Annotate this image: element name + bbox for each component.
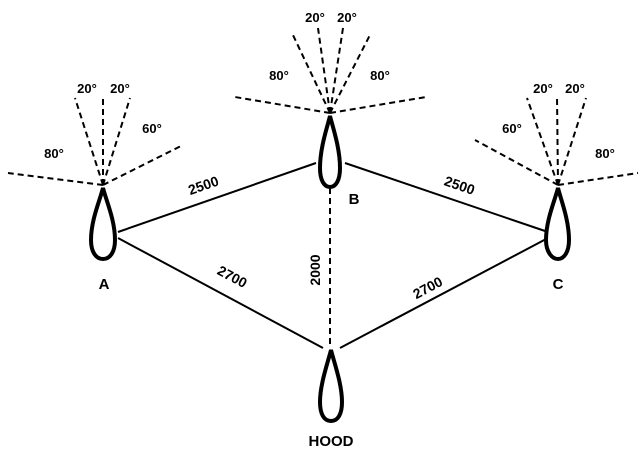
ship-b [317,115,343,190]
distance-label-b-hood: 2000 [307,254,323,285]
angle-label-a-3: 20° [110,81,130,96]
angle-label-c-3: 20° [565,81,585,96]
angle-label-a-1: 80° [44,146,64,161]
line-b-c [344,162,549,233]
angle-label-b-1: 80° [269,68,289,83]
sight-lines-c [474,94,639,186]
angle-label-c-2: 20° [533,81,553,96]
distance-label-a-hood: 2700 [215,262,250,291]
line-a-hood [117,237,324,349]
ship-c [543,187,572,262]
ship-a [88,187,118,262]
distance-label-b-c: 2500 [442,173,477,198]
angle-label-a-2: 20° [77,81,97,96]
angle-label-c-4: 80° [595,146,615,161]
line-a-b [117,162,317,233]
ship-label-b: B [349,191,360,208]
angle-label-b-4: 80° [370,68,390,83]
distance-label-a-b: 2500 [186,173,221,198]
ship-label-c: C [553,276,564,293]
angle-label-a-4: 60° [142,121,162,136]
angle-label-b-2: 20° [305,10,325,25]
sight-lines-a [7,95,184,186]
ship-label-a: A [99,276,110,293]
sight-lines-b [234,27,427,114]
distance-label-c-hood: 2700 [410,273,445,302]
angle-label-b-3: 20° [337,10,357,25]
ship-label-hood: HOOD [309,433,354,450]
line-c-hood [339,237,549,349]
ship-hood [317,349,345,424]
angle-label-c-1: 60° [502,121,522,136]
